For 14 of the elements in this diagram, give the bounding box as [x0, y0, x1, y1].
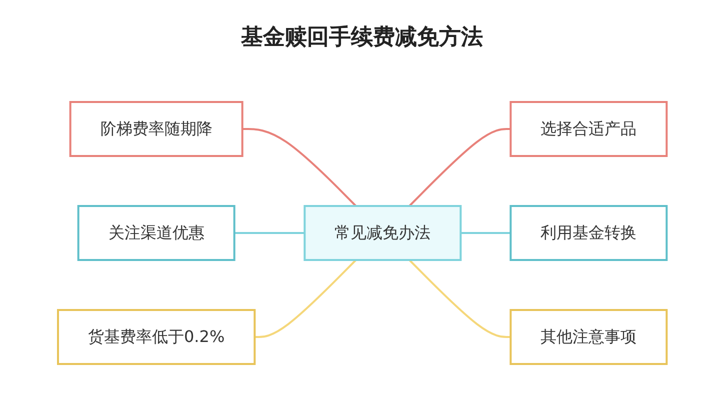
connector: [408, 128, 510, 206]
diagram-title: 基金赎回手续费减免方法: [241, 24, 483, 52]
connector: [242, 128, 356, 206]
connector: [234, 232, 304, 234]
connector: [254, 258, 356, 338]
node-box: 货基费率低于0.2%: [56, 308, 256, 364]
connector: [460, 232, 510, 234]
node-box: 其他注意事项: [509, 308, 668, 364]
node-box: 选择合适产品: [509, 100, 668, 156]
node-box: 利用基金转换: [509, 204, 668, 260]
connector: [408, 258, 510, 338]
node-box: 阶梯费率随期降: [69, 100, 243, 156]
node-box: 关注渠道优惠: [77, 204, 235, 260]
node-box: 常见减免办法: [303, 204, 462, 260]
